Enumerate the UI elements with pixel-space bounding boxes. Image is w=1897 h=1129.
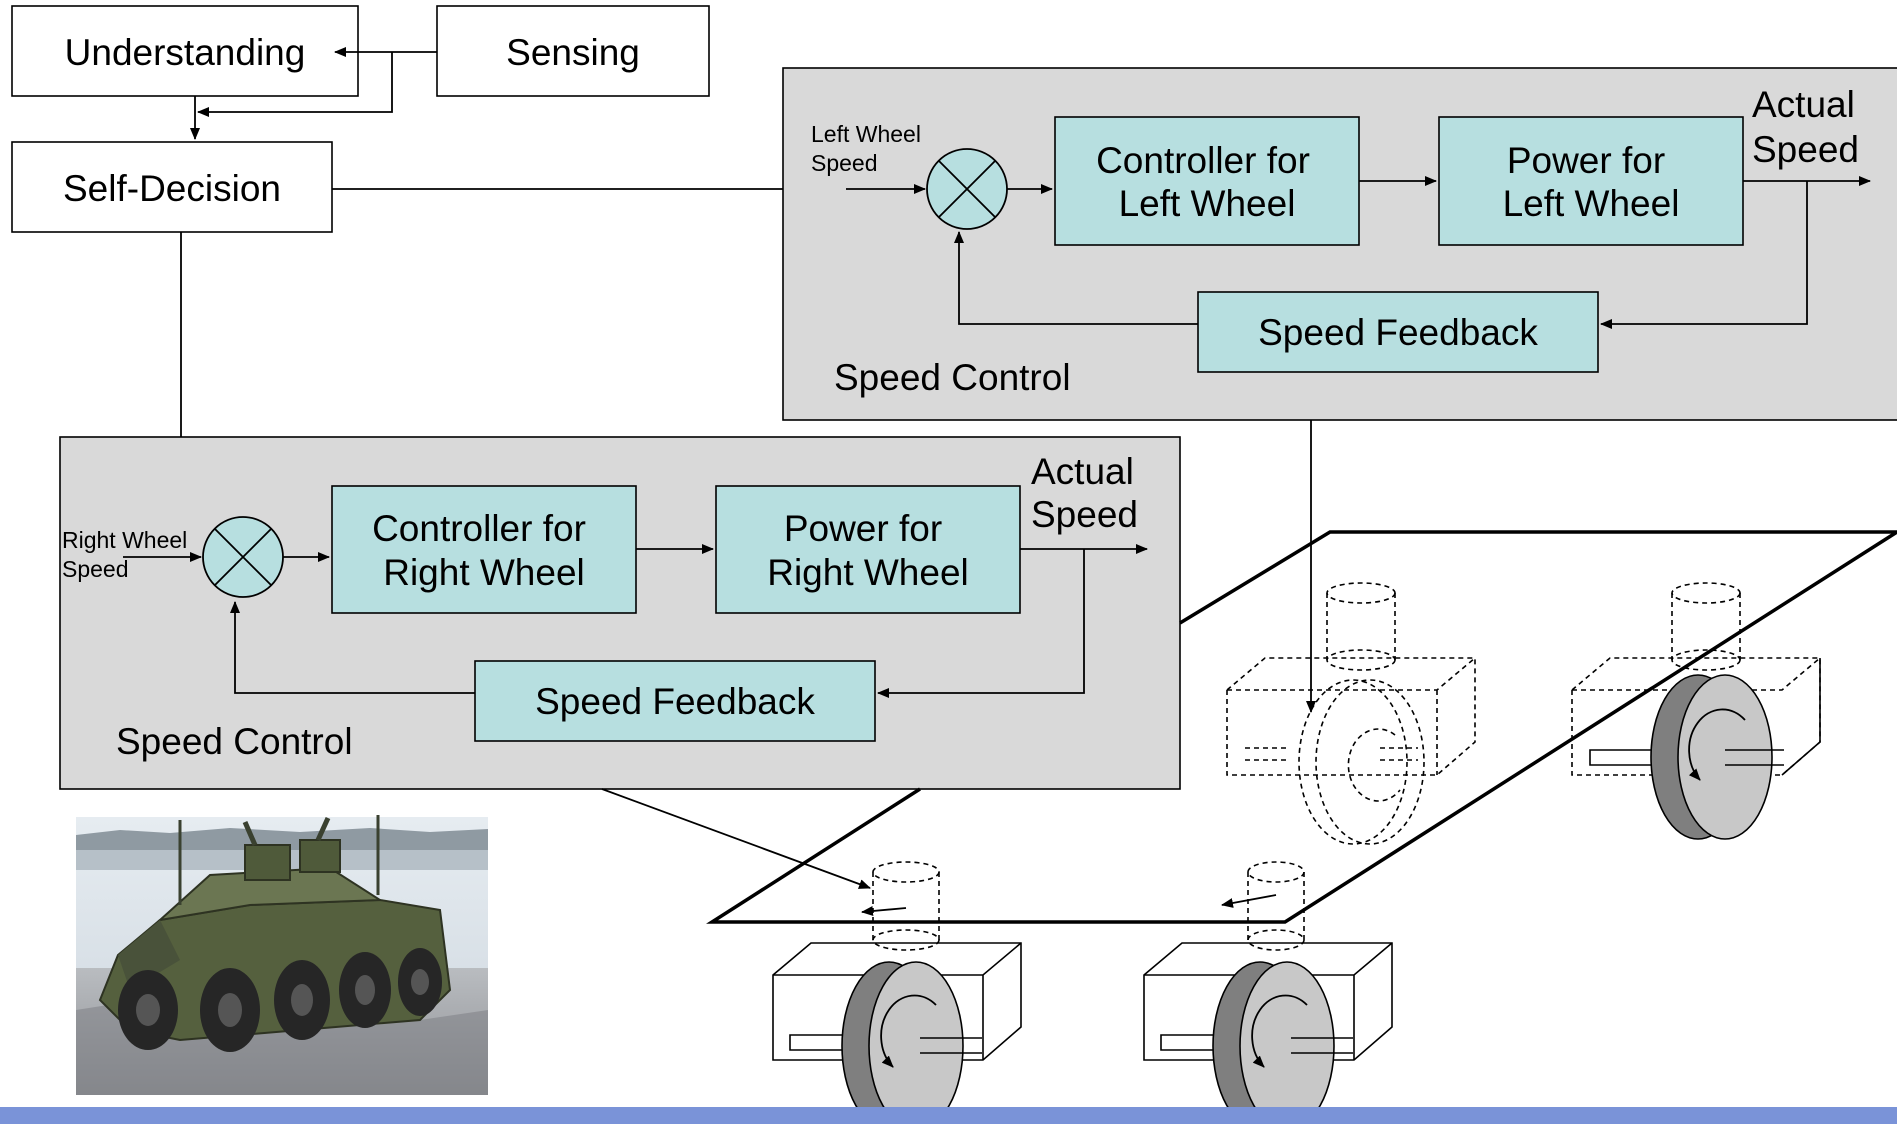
understanding-block: Understanding: [11, 5, 359, 97]
sensing-block: Sensing: [436, 5, 710, 97]
right-feedback-block: Speed Feedback: [474, 660, 876, 742]
right-controller-label-2: Right Wheel: [383, 552, 585, 593]
top-connectors: [176, 47, 803, 520]
sensing-label: Sensing: [506, 32, 640, 73]
right-summing-junction: [202, 516, 284, 598]
left-output-label-2: Speed: [1752, 129, 1859, 170]
right-power-label-1: Power for: [784, 508, 942, 549]
left-speed-control-panel: Speed Control Left Wheel Speed Controlle…: [782, 67, 1897, 421]
right-power-block: Power for Right Wheel: [715, 485, 1021, 614]
right-controller-block: Controller for Right Wheel: [331, 485, 637, 614]
right-panel-to-wheel: [601, 788, 871, 889]
left-power-block: Power for Left Wheel: [1438, 116, 1744, 246]
left-controller-label-2: Left Wheel: [1119, 183, 1296, 224]
footer-bar: [0, 1107, 1897, 1124]
right-input-label-2: Speed: [62, 556, 129, 582]
left-power-label-1: Power for: [1507, 140, 1665, 181]
vehicle-chassis: [706, 530, 1897, 1129]
left-panel-label: Speed Control: [834, 357, 1071, 398]
left-feedback-label: Speed Feedback: [1258, 312, 1538, 353]
rear-left-wheel: [1226, 582, 1476, 845]
left-controller-label-1: Controller for: [1096, 140, 1310, 181]
left-controller-block: Controller for Left Wheel: [1054, 116, 1360, 246]
right-speed-control-panel: Speed Control Right Wheel Speed Controll…: [59, 436, 1181, 790]
left-input-label-2: Speed: [811, 150, 878, 176]
left-feedback-block: Speed Feedback: [1197, 291, 1599, 373]
front-left-wheel: [772, 861, 1022, 1129]
right-output-label-1: Actual: [1031, 451, 1134, 492]
left-power-label-2: Left Wheel: [1503, 183, 1680, 224]
armored-vehicle-photo: [76, 815, 488, 1095]
left-input-label-1: Left Wheel: [811, 121, 921, 147]
left-output-label-1: Actual: [1752, 84, 1855, 125]
understanding-label: Understanding: [65, 32, 306, 73]
front-right-wheel: [1143, 861, 1393, 1129]
left-summing-junction: [926, 148, 1008, 230]
rear-right-wheel: [1571, 582, 1821, 840]
right-power-label-2: Right Wheel: [767, 552, 969, 593]
right-input-label-1: Right Wheel: [62, 527, 187, 553]
self-decision-block: Self-Decision: [11, 141, 333, 233]
right-controller-label-1: Controller for: [372, 508, 586, 549]
self-decision-label: Self-Decision: [63, 168, 281, 209]
right-output-label-2: Speed: [1031, 494, 1138, 535]
right-feedback-label: Speed Feedback: [535, 681, 815, 722]
right-panel-label: Speed Control: [116, 721, 353, 762]
